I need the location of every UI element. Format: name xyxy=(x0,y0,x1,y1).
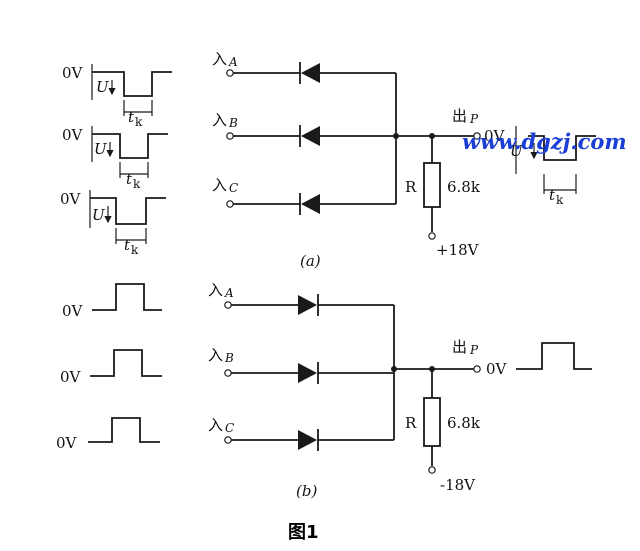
supply-label-b: -18V xyxy=(440,476,476,494)
resistor-a: R 6.8k xyxy=(405,162,481,208)
output-label-b: 出 P xyxy=(452,338,479,357)
svg-text:B: B xyxy=(228,116,238,130)
zero-volt-label: 0V xyxy=(62,64,84,82)
zero-volt-label: 0V xyxy=(486,360,508,378)
svg-text:6.8k: 6.8k xyxy=(447,178,481,196)
zero-volt-label: 0V xyxy=(62,302,84,320)
supply-label-a: +18V xyxy=(436,241,480,259)
svg-text:出: 出 xyxy=(452,338,467,356)
svg-text:R: R xyxy=(405,178,417,196)
caption-a: (a) xyxy=(300,252,321,270)
output-waveform-b: 0V xyxy=(486,342,592,378)
svg-text:入: 入 xyxy=(208,346,223,364)
diode-a-1 xyxy=(299,62,320,84)
zero-volt-label: 0V xyxy=(60,368,82,386)
zero-volt-label: 0V xyxy=(60,190,82,208)
svg-text:A: A xyxy=(228,55,238,69)
time-sub-label: k xyxy=(135,115,143,129)
svg-text:6.8k: 6.8k xyxy=(447,414,481,432)
svg-text:C: C xyxy=(229,181,238,195)
caption-b: (b) xyxy=(296,482,317,500)
input-label-b-C: 入 C xyxy=(208,416,234,435)
input-label-a-B: 入 B xyxy=(212,111,238,130)
diode-a-2 xyxy=(299,125,320,147)
watermark-text: www.dgzj.com xyxy=(462,129,627,154)
input-waveform-b-3: 0V xyxy=(56,417,160,452)
diode-b-3 xyxy=(298,429,319,451)
amplitude-label: U xyxy=(92,206,106,224)
time-label: t xyxy=(124,236,131,254)
input-label-b-A: 入 A xyxy=(208,281,234,300)
time-sub-label: k xyxy=(131,243,139,257)
zero-volt-label: 0V xyxy=(62,126,84,144)
zero-volt-label: 0V xyxy=(484,127,506,145)
time-label: t xyxy=(126,170,133,188)
time-label: t xyxy=(128,108,135,126)
input-label-a-A: 入 A xyxy=(212,50,238,69)
amplitude-label: U xyxy=(96,78,110,96)
input-waveform-a-3: 0V U t k xyxy=(60,190,166,257)
svg-text:入: 入 xyxy=(212,176,227,194)
amplitude-label: U xyxy=(510,142,524,160)
svg-text:P: P xyxy=(469,343,479,357)
panel-a: 0V U t k 0V U t k 0V U t k xyxy=(60,50,596,270)
input-label-a-C: 入 C xyxy=(212,176,238,195)
panel-b: 0V 0V 0V 入 A 入 B 入 C xyxy=(56,281,592,500)
input-waveform-b-2: 0V xyxy=(60,349,162,386)
svg-text:B: B xyxy=(224,351,234,365)
diode-b-2 xyxy=(298,362,319,384)
svg-text:C: C xyxy=(225,421,234,435)
time-sub-label: k xyxy=(133,177,141,191)
svg-text:入: 入 xyxy=(212,50,227,68)
svg-text:A: A xyxy=(224,286,234,300)
svg-text:出: 出 xyxy=(452,107,467,125)
input-waveform-a-1: 0V U t k xyxy=(62,64,172,129)
diode-a-3 xyxy=(299,193,320,215)
diode-b-1 xyxy=(298,294,319,316)
input-label-b-B: 入 B xyxy=(208,346,234,365)
svg-text:入: 入 xyxy=(208,416,223,434)
input-waveform-a-2: 0V U t k xyxy=(62,126,168,191)
circuit-wires-a xyxy=(226,69,481,240)
time-label: t xyxy=(549,186,556,204)
resistor-b: R 6.8k xyxy=(405,397,481,447)
amplitude-label: U xyxy=(94,140,108,158)
figure-title: 图1 xyxy=(288,522,319,543)
zero-volt-label: 0V xyxy=(56,434,78,452)
svg-text:P: P xyxy=(469,112,479,126)
time-sub-label: k xyxy=(556,193,564,207)
output-waveform-a: 0V U t k xyxy=(484,126,596,207)
svg-text:入: 入 xyxy=(212,111,227,129)
input-waveform-b-1: 0V xyxy=(62,283,162,320)
output-label-a: 出 P xyxy=(452,107,479,126)
circuit-wires-b xyxy=(224,301,481,474)
svg-text:入: 入 xyxy=(208,281,223,299)
svg-text:R: R xyxy=(405,414,417,432)
